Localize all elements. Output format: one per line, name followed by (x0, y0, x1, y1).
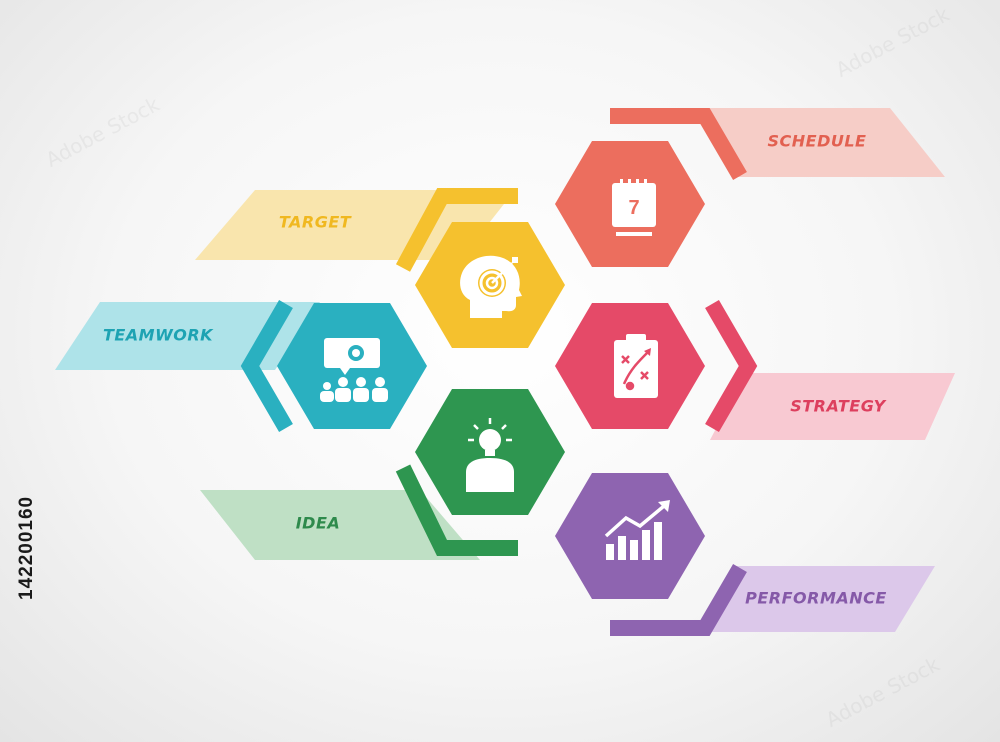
team-meeting-icon (320, 338, 388, 402)
lightbulb-person-icon (466, 418, 514, 492)
stock-id: 142200160 (16, 495, 37, 600)
accent-target (395, 188, 518, 272)
accent-schedule (610, 108, 747, 181)
band-schedule (690, 108, 945, 177)
label-idea: IDEA (296, 514, 341, 533)
calendar-day: 7 (628, 197, 639, 219)
label-target: TARGET (279, 213, 352, 232)
band-idea (200, 490, 480, 560)
band-performance (700, 566, 935, 632)
accent-strategy (705, 299, 758, 433)
label-strategy: STRATEGY (790, 397, 886, 416)
accent-idea (395, 464, 518, 556)
band-strategy (710, 373, 955, 440)
strategy-clipboard-icon (614, 334, 658, 398)
label-teamwork: TEAMWORK (103, 326, 214, 345)
target-head-icon (460, 255, 522, 318)
hex-performance (555, 473, 705, 599)
growth-chart-icon (604, 500, 670, 560)
label-schedule: SCHEDULE (768, 132, 867, 151)
accent-performance (610, 563, 747, 636)
accent-teamwork (240, 299, 293, 433)
calendar-icon: 7 (612, 179, 656, 236)
label-performance: PERFORMANCE (745, 589, 887, 608)
